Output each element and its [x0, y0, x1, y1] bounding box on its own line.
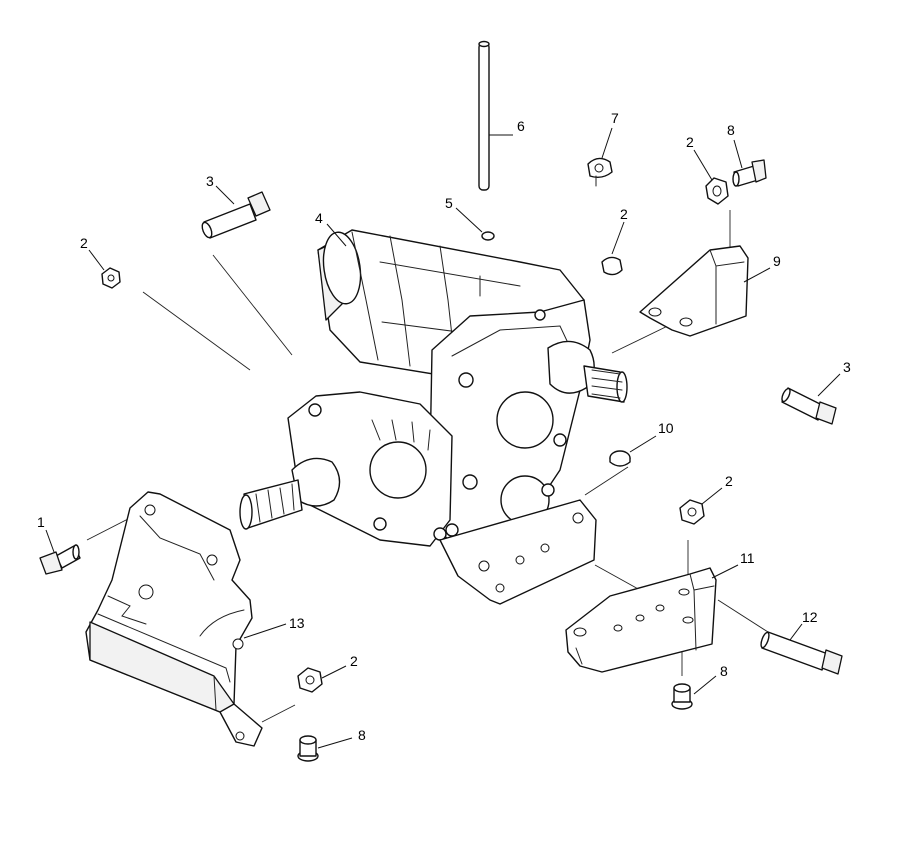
callout-2-left: 2: [80, 235, 88, 251]
part-nut-mid-right: [679, 499, 705, 525]
callout-5: 5: [445, 195, 453, 211]
part-bracket-lower-right: [565, 567, 717, 673]
part-nut-upper-mid: [601, 256, 623, 276]
part-bolt-long-right: [760, 631, 843, 675]
callout-4: 4: [315, 210, 323, 226]
callout-12: 12: [802, 609, 818, 625]
callout-2-bottom: 2: [350, 653, 358, 669]
part-clip: [587, 157, 613, 187]
part-bolt-short-mid: [671, 683, 693, 710]
callout-11: 11: [740, 550, 755, 566]
part-nut-bottom: [297, 667, 323, 693]
callout-8-upper: 8: [727, 122, 735, 138]
part-rod: [478, 40, 490, 191]
part-nut-upper-right: [705, 177, 729, 205]
alignment-lines: [86, 210, 769, 723]
part-bolt-left: [39, 544, 81, 575]
part-skid-plate: [85, 491, 263, 747]
part-bolt-upper-left: [201, 191, 271, 239]
callout-3-upper-left: 3: [206, 173, 214, 189]
callout-6: 6: [517, 118, 525, 134]
callout-2-mid-right: 2: [725, 473, 733, 489]
callout-labels: 6 7 2 8 2 5 4 3 2 9 3 10 2 11 1 13 2 12 …: [37, 110, 851, 743]
callout-13: 13: [289, 615, 305, 631]
callout-8-bottom: 8: [358, 727, 366, 743]
callout-10: 10: [658, 420, 674, 436]
callout-8-mid: 8: [720, 663, 728, 679]
callout-3-right: 3: [843, 359, 851, 375]
part-nut-left: [101, 267, 121, 289]
callout-2-upper-right: 2: [686, 134, 694, 150]
callout-9: 9: [773, 253, 781, 269]
leader-lines: [45, 127, 841, 749]
part-washer: [609, 450, 631, 467]
part-bracket-upper-right: [639, 245, 749, 337]
callout-7: 7: [611, 110, 619, 126]
callout-1: 1: [37, 514, 45, 530]
part-bolt-short-top: [732, 159, 767, 187]
part-bolt-right: [781, 387, 837, 425]
callout-2-upper-mid: 2: [620, 206, 628, 222]
part-bolt-short-bottom: [297, 735, 319, 762]
part-transmission-housing: [239, 229, 628, 605]
part-small-clip: [481, 231, 495, 241]
